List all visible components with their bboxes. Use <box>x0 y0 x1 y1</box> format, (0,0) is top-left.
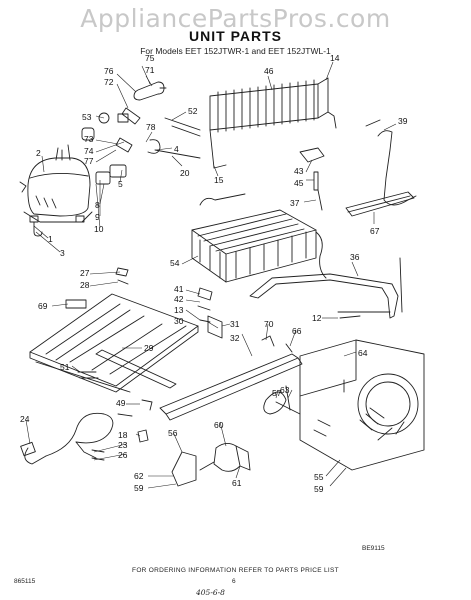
callout-55: 55 <box>314 472 324 482</box>
watermark: AppliancePartsPros.com <box>80 4 391 33</box>
callout-61: 61 <box>232 478 242 488</box>
callout-41: 41 <box>174 284 184 294</box>
callout-59: 59 <box>134 483 144 493</box>
callout-32: 32 <box>230 333 240 343</box>
diagram-code: BE9115 <box>362 545 385 552</box>
callout-28: 28 <box>80 280 90 290</box>
callout-2: 2 <box>36 148 41 158</box>
callout-75: 75 <box>145 53 155 63</box>
tubing-drawing <box>299 119 417 217</box>
callout-45: 45 <box>294 178 304 188</box>
base-frame-drawing <box>29 293 199 393</box>
callout-29: 29 <box>144 343 154 353</box>
callout-43: 43 <box>294 166 304 176</box>
compressor-drawing <box>19 144 93 237</box>
callout-71: 71 <box>145 65 155 75</box>
callout-18: 18 <box>118 430 128 440</box>
callout-56: 56 <box>168 428 178 438</box>
callout-1: 1 <box>48 234 53 244</box>
callout-73: 73 <box>84 134 94 144</box>
callout-49: 49 <box>116 398 126 408</box>
callout-30: 30 <box>174 316 184 326</box>
condenser-drawing <box>209 77 337 169</box>
callout-39: 39 <box>398 116 408 126</box>
callout-77: 77 <box>84 156 94 166</box>
callout-78: 78 <box>146 122 156 132</box>
page-number: 6 <box>232 578 236 585</box>
callout-3: 3 <box>60 248 65 258</box>
relay-parts-drawing <box>81 107 161 185</box>
callout-8: 8 <box>95 200 100 210</box>
callout-64: 64 <box>358 348 368 358</box>
callout-57: 57 <box>272 388 282 398</box>
drier-drawing <box>133 81 167 101</box>
callout-15: 15 <box>214 175 224 185</box>
callout-60: 60 <box>214 420 224 430</box>
left-code: 865115 <box>14 578 36 585</box>
callout-59-b: 59 <box>314 484 324 494</box>
callout-63: 63 <box>280 385 290 395</box>
callout-46: 46 <box>264 66 274 76</box>
callout-37: 37 <box>290 198 300 208</box>
fan-motor-drawing <box>171 391 301 487</box>
callout-53: 53 <box>82 112 92 122</box>
callout-26: 26 <box>118 450 128 460</box>
callout-54: 54 <box>170 258 180 268</box>
callout-10: 10 <box>94 224 104 234</box>
callout-74: 74 <box>84 146 94 156</box>
callout-4: 4 <box>174 144 179 154</box>
callout-52: 52 <box>188 106 198 116</box>
callout-23: 23 <box>118 440 128 450</box>
callout-9: 9 <box>95 212 100 222</box>
callout-20: 20 <box>180 168 190 178</box>
page-title: UNIT PARTS <box>189 28 282 44</box>
callout-12: 12 <box>312 313 322 323</box>
callout-42: 42 <box>174 294 184 304</box>
power-cord-drawing <box>20 412 114 465</box>
evaporator-drawing <box>191 193 327 283</box>
callout-72: 72 <box>104 77 114 87</box>
callout-51: 51 <box>60 362 70 372</box>
callout-31: 31 <box>230 319 240 329</box>
callout-13: 13 <box>174 305 184 315</box>
callout-27: 27 <box>80 268 90 278</box>
ordering-note: FOR ORDERING INFORMATION REFER TO PARTS … <box>132 567 339 574</box>
fan-shroud-drawing <box>299 339 425 471</box>
callout-36: 36 <box>350 252 360 262</box>
callout-67: 67 <box>370 226 380 236</box>
models-subtitle: For Models EET 152JTWR-1 and EET 152JTWL… <box>140 46 331 56</box>
callout-69: 69 <box>38 301 48 311</box>
callout-14: 14 <box>330 53 340 63</box>
handwritten-note: 405-6-8 <box>196 588 225 597</box>
callout-5: 5 <box>118 179 123 189</box>
callout-76: 76 <box>104 66 114 76</box>
callout-24: 24 <box>20 414 30 424</box>
callout-70: 70 <box>264 319 274 329</box>
callout-62: 62 <box>134 471 144 481</box>
callout-66: 66 <box>292 326 302 336</box>
defrost-heater-drawing <box>249 257 403 319</box>
